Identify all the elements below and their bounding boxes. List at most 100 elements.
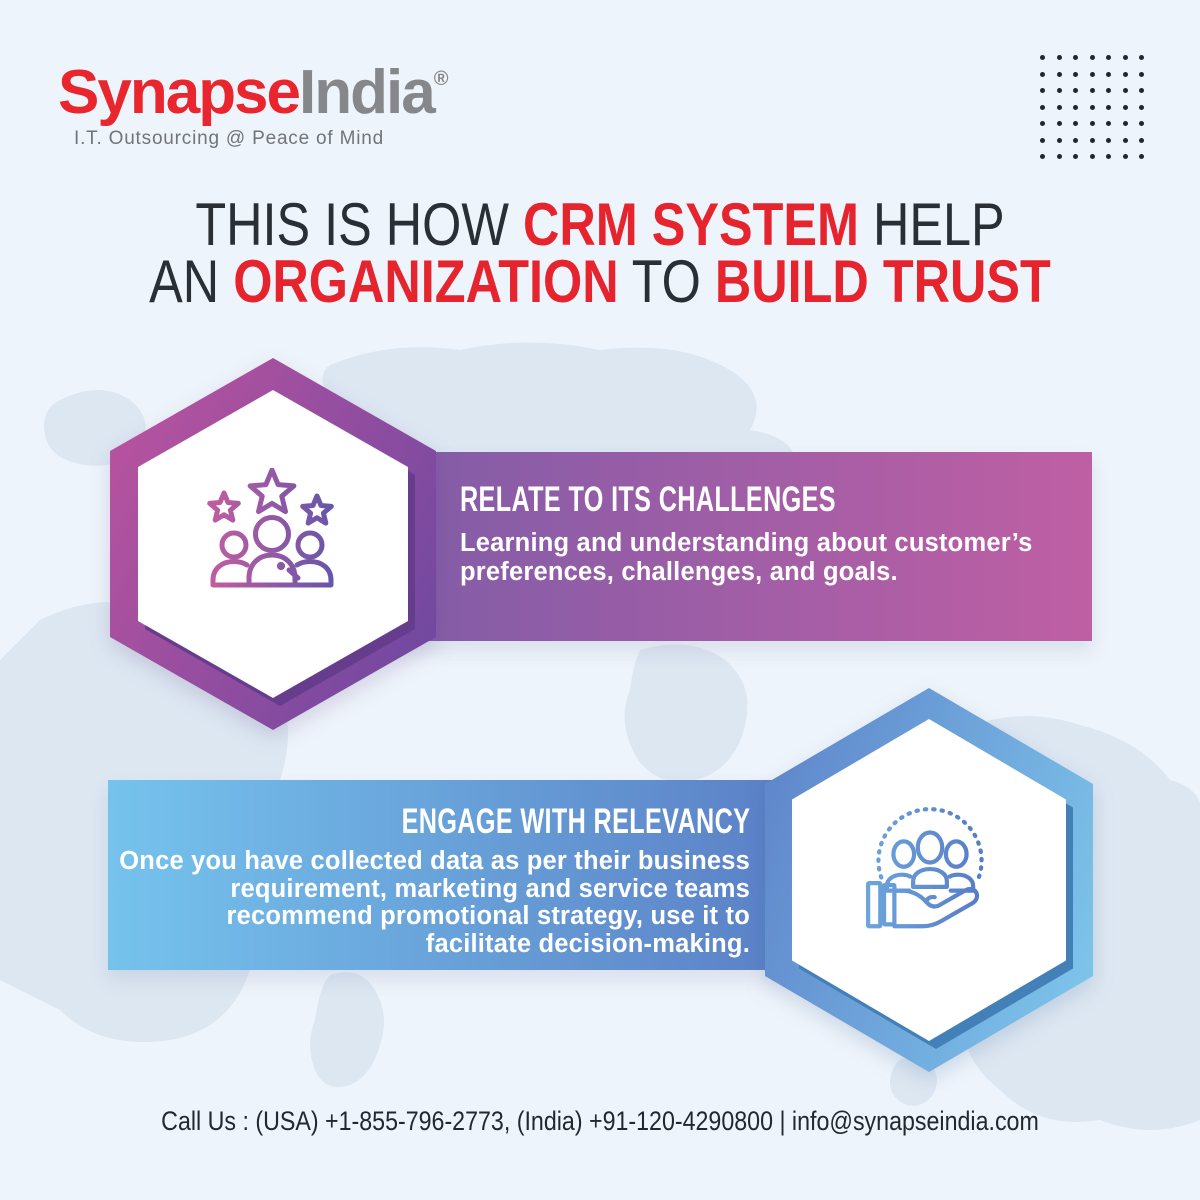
grid-dot [1139, 71, 1144, 77]
grid-dot [1056, 137, 1062, 143]
grid-dot [1073, 88, 1078, 93]
grid-dot [1056, 121, 1062, 126]
grid-dot [1073, 71, 1078, 77]
logo-brand-india: India [299, 58, 436, 127]
title-highlight-build-trust: BUILD TRUST [714, 248, 1051, 315]
dot-grid-decoration [1040, 55, 1144, 159]
grid-dot [1073, 55, 1078, 60]
person-detail-dot [276, 561, 286, 571]
title-text: AN [149, 248, 234, 315]
grid-dot [1089, 104, 1095, 110]
grid-dot [1040, 71, 1045, 77]
section-1-heading: RELATE TO ITS CHALLENGES [460, 480, 836, 519]
star-center [247, 468, 297, 515]
grid-dot [1089, 71, 1095, 77]
grid-dot [1040, 154, 1045, 159]
person-center-head [253, 515, 291, 553]
title-highlight-organization: ORGANIZATION [233, 248, 619, 315]
grid-dot [1122, 154, 1128, 159]
person-center-body [911, 866, 949, 889]
person-detail-line [286, 567, 301, 581]
grid-dot [1056, 71, 1062, 77]
section-1-body-line: Learning and understanding about custome… [460, 529, 1033, 557]
section-2-body-line: recommend promotional strategy, use it t… [226, 902, 750, 930]
person-left-head [219, 530, 249, 560]
grid-dot [1139, 55, 1144, 60]
grid-dot [1056, 55, 1062, 60]
grid-dot [1089, 137, 1095, 143]
grid-dot [1122, 55, 1128, 60]
grid-dot [1089, 154, 1095, 159]
section-2-body-line: facilitate decision-making. [425, 929, 750, 958]
team-rating-stars-icon [207, 468, 334, 588]
grid-dot [1073, 137, 1078, 143]
section-1-body: Learning and understanding about custome… [460, 529, 1092, 587]
footer-contact: Call Us : (USA) +1-855-796-2773, (India)… [161, 1106, 1039, 1136]
person-right-head [295, 530, 325, 560]
person-right-body [292, 559, 334, 588]
synapseindia-logo: SynapseIndia® I.T. Outsourcing @ Peace o… [58, 48, 448, 150]
grid-dot [1139, 88, 1144, 93]
logo-tagline: I.T. Outsourcing @ Peace of Mind [74, 128, 384, 149]
grid-dot [1106, 121, 1111, 126]
grid-dot [1106, 154, 1111, 159]
grid-dot [1139, 154, 1144, 159]
grid-dot [1122, 104, 1128, 110]
title-text: HELP [858, 191, 1005, 258]
grid-dot [1040, 55, 1045, 60]
hexagon-frame-purple [110, 358, 436, 730]
person-left-body [210, 559, 252, 588]
grid-dot [1056, 154, 1062, 159]
dotted-arc [876, 807, 984, 880]
grid-dot [1073, 154, 1078, 159]
banner-engage-with-relevancy: ENGAGE WITH RELEVANCY Once you have coll… [108, 780, 790, 970]
grid-dot [1089, 121, 1095, 126]
section-2-body: Once you have collected data as per thei… [108, 847, 750, 958]
grid-dot [1122, 88, 1128, 93]
star-right [300, 493, 334, 526]
title-highlight-crm-system: CRM SYSTEM [522, 191, 859, 258]
person-right-head [943, 839, 969, 869]
grid-dot [1040, 137, 1045, 143]
grid-dot [1073, 104, 1078, 110]
hexagon-inner-white [792, 719, 1066, 1041]
section-2-body-line: Once you have collected data as per thei… [119, 847, 750, 875]
logo-brand-synapse: Synapse [58, 58, 301, 127]
title-line-1: THIS IS HOW CRM SYSTEM HELP [96, 195, 1104, 255]
hand-holding-people-icon [866, 807, 984, 929]
person-center-head [915, 830, 945, 865]
grid-dot [1089, 55, 1095, 60]
grid-dot [1122, 137, 1128, 143]
grid-dot [1056, 88, 1062, 93]
grid-dot [1040, 88, 1045, 93]
hexagon-inner-white [138, 390, 408, 698]
hand-sleeve-outer [866, 881, 883, 929]
hand-thumb-line [924, 894, 937, 904]
grid-dot [1056, 104, 1062, 110]
grid-dot [1122, 71, 1128, 77]
person-left-head [891, 839, 917, 869]
grid-dot [1089, 88, 1095, 93]
grid-dot [1106, 88, 1111, 93]
page-title: THIS IS HOW CRM SYSTEM HELP AN ORGANIZAT… [0, 195, 1200, 312]
star-left [207, 490, 241, 523]
grid-dot [1122, 121, 1128, 126]
section-2-heading: ENGAGE WITH RELEVANCY [401, 802, 750, 841]
banner-relate-to-its-challenges: RELATE TO ITS CHALLENGES Learning and un… [320, 452, 1092, 641]
title-text: TO [618, 248, 715, 315]
grid-dot [1139, 121, 1144, 126]
hand-palm [892, 886, 980, 929]
grid-dot [1139, 104, 1144, 110]
section-1-body-line: preferences, challenges, and goals. [460, 558, 898, 586]
grid-dot [1106, 137, 1111, 143]
grid-dot [1040, 121, 1045, 126]
section-2-body-line: requirement, marketing and service teams [230, 874, 750, 903]
title-text: THIS IS HOW [195, 191, 523, 258]
logo-registered-mark: ® [433, 68, 449, 90]
hand-sleeve-inner [881, 882, 897, 927]
title-line-2: AN ORGANIZATION TO BUILD TRUST [96, 252, 1104, 312]
grid-dot [1139, 137, 1144, 143]
grid-dot [1106, 71, 1111, 77]
logo-wordmark: SynapseIndia® [58, 48, 448, 124]
